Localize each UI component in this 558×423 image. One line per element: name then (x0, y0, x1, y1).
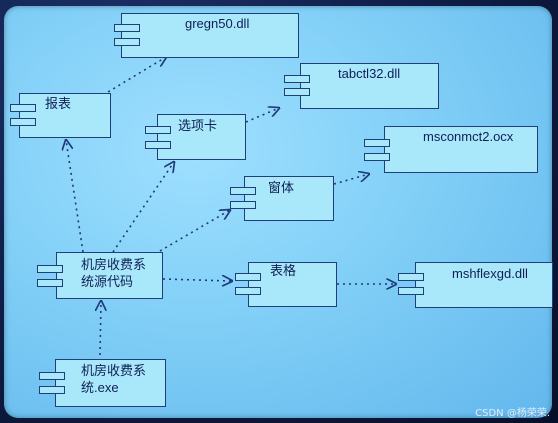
arrow-source-to-form (159, 210, 230, 252)
arrow-exe-to-source (100, 301, 101, 356)
component-table: 表格 (235, 262, 337, 307)
component-port-bottom (39, 386, 65, 394)
component-label: 选项卡 (178, 118, 218, 133)
component-port-top (230, 187, 256, 195)
arrow-report-to-gregn (102, 57, 166, 96)
component-msconmct2-ocx: msconmct2.ocx (364, 126, 538, 173)
component-label: 机房收费系统源代码 (81, 257, 147, 289)
component-port-top (10, 104, 36, 112)
component-label: 报表 (45, 96, 72, 111)
component-exe: 机房收费系统.exe (39, 359, 166, 407)
component-label: msconmct2.ocx (423, 129, 514, 144)
component-label: 窗体 (268, 180, 295, 195)
arrow-form-to-msconmct (333, 174, 369, 185)
component-port-top (39, 372, 65, 380)
arrow-source-to-tabs (112, 162, 174, 253)
component-port-top (145, 126, 171, 134)
watermark: CSDN @杨荣荣. (475, 408, 550, 419)
arrow-source-to-table (162, 279, 232, 281)
component-port-bottom (145, 141, 171, 149)
component-port-bottom (398, 287, 424, 295)
component-form: 窗体 (230, 176, 334, 221)
component-port-bottom (37, 279, 63, 287)
component-label: mshflexgd.dll (452, 266, 528, 281)
component-port-bottom (235, 287, 261, 295)
component-source-code: 机房收费系统源代码 (37, 252, 163, 299)
component-port-top (235, 273, 261, 281)
component-tabctl32-dll: tabctl32.dll (284, 63, 439, 109)
component-label: tabctl32.dll (338, 66, 401, 81)
component-tabs: 选项卡 (145, 114, 246, 160)
component-port-top (284, 75, 310, 83)
component-port-bottom (284, 88, 310, 96)
arrow-tabs-to-tabctl (245, 108, 279, 123)
component-port-top (364, 139, 390, 147)
component-label: 机房收费系统.exe (81, 363, 147, 395)
component-mshflexgd-dll: mshflexgd.dll (398, 262, 553, 308)
component-port-top (114, 24, 140, 32)
component-port-top (398, 273, 424, 281)
arrow-source-to-report (66, 140, 84, 253)
component-port-bottom (230, 201, 256, 209)
component-gregn50-dll: gregn50.dll (114, 13, 299, 58)
component-port-bottom (114, 38, 140, 46)
component-label: gregn50.dll (185, 16, 250, 31)
component-port-bottom (10, 118, 36, 126)
component-report: 报表 (10, 93, 111, 138)
component-label: 表格 (270, 263, 297, 278)
component-port-bottom (364, 153, 390, 161)
component-port-top (37, 265, 63, 273)
